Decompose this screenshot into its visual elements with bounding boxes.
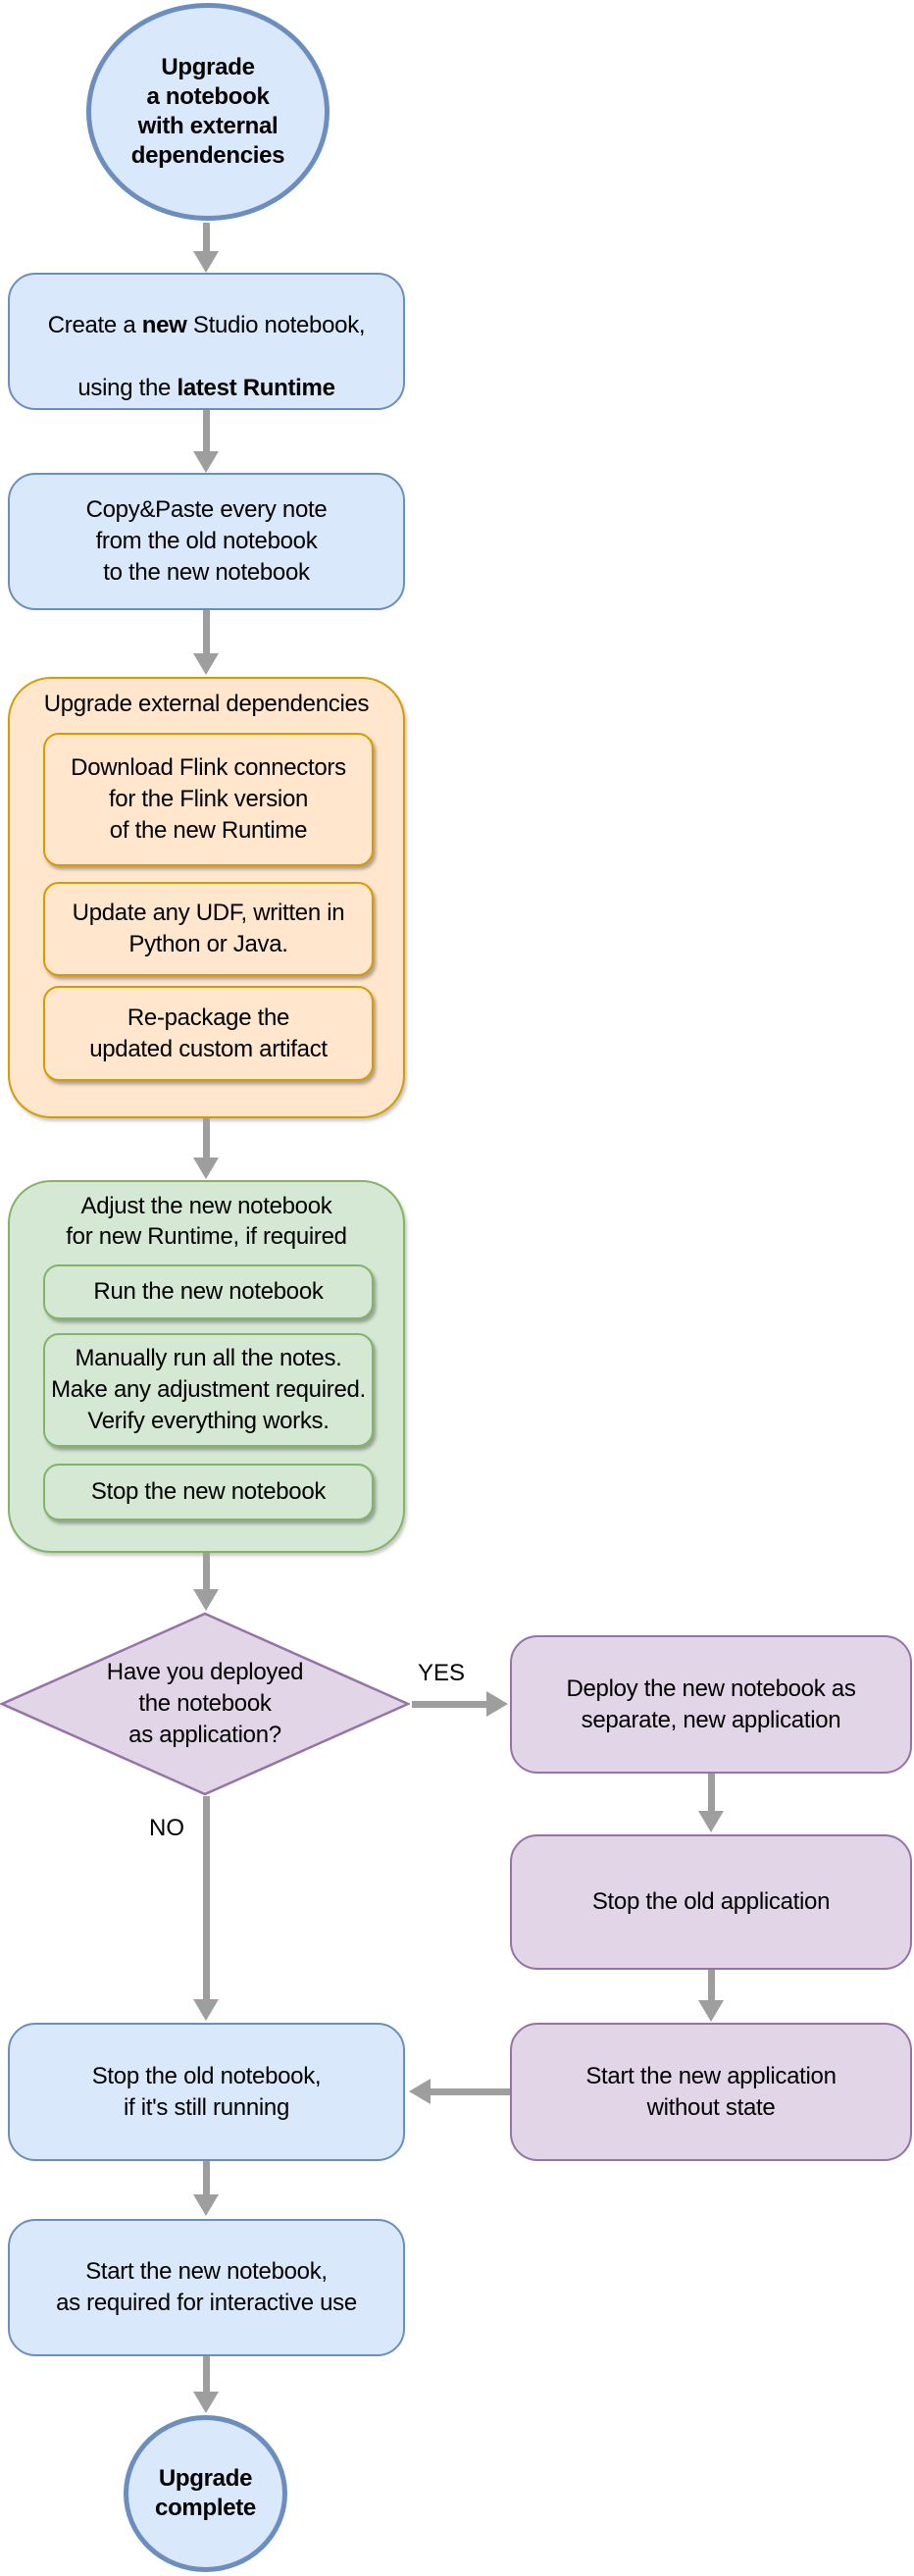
manually-run-notes-box: Manually run all the notes. Make any adj… [43,1333,374,1447]
update-udf-box: Update any UDF, written in Python or Jav… [43,882,374,976]
stop-old-notebook-box: Stop the old notebook, if it's still run… [8,2023,405,2161]
arrow-start-to-create [193,223,219,273]
upgrade-deps-title: Upgrade external dependencies [43,691,370,717]
diamond-shape [0,1612,410,1796]
arrow-copy-to-upgrade-deps [193,610,219,675]
create-notebook-box: Create a new Studio notebook, using the … [8,273,405,410]
copy-paste-box: Copy&Paste every note from the old noteb… [8,473,405,610]
start-new-app-box: Start the new application without state [510,2023,912,2161]
arrow-decision-yes [412,1691,508,1717]
arrow-deploy-to-stop-old-app [698,1774,724,1832]
yes-label: YES [418,1660,466,1686]
arrow-start-new-notebook-to-end [193,2356,219,2413]
adjust-notebook-container: Adjust the new notebook for new Runtime,… [8,1180,405,1553]
create-notebook-label: Create a new Studio notebook, using the … [47,312,366,401]
arrow-create-to-copy [193,410,219,473]
start-new-notebook-box: Start the new notebook, as required for … [8,2219,405,2356]
stop-new-notebook-box: Stop the new notebook [43,1464,374,1520]
deployed-decision-diamond: Have you deployed the notebook as applic… [0,1612,410,1796]
deploy-app-box: Deploy the new notebook as separate, new… [510,1635,912,1774]
start-circle: Upgrade a notebook with external depende… [86,3,330,221]
upgrade-deps-container: Upgrade external dependencies Download F… [8,677,405,1118]
arrow-stop-old-to-start-new-notebook [193,2161,219,2216]
arrow-stop-old-app-to-start-new-app [698,1970,724,2022]
adjust-notebook-title: Adjust the new notebook for new Runtime,… [66,1193,347,1250]
repackage-artifact-box: Re-package the updated custom artifact [43,986,374,1081]
arrow-adjust-to-decision [193,1553,219,1611]
arrow-start-new-app-to-stop-old-notebook [409,2079,510,2104]
stop-old-app-box: Stop the old application [510,1834,912,1970]
end-circle: Upgrade complete [124,2415,287,2572]
arrow-upgrade-deps-to-adjust [193,1118,219,1179]
decision-label: Have you deployed the notebook as applic… [106,1659,304,1748]
no-label: NO [149,1815,184,1841]
download-connectors-box: Download Flink connectors for the Flink … [43,733,374,866]
run-new-notebook-box: Run the new notebook [43,1264,374,1319]
arrow-decision-no [193,1796,219,2021]
